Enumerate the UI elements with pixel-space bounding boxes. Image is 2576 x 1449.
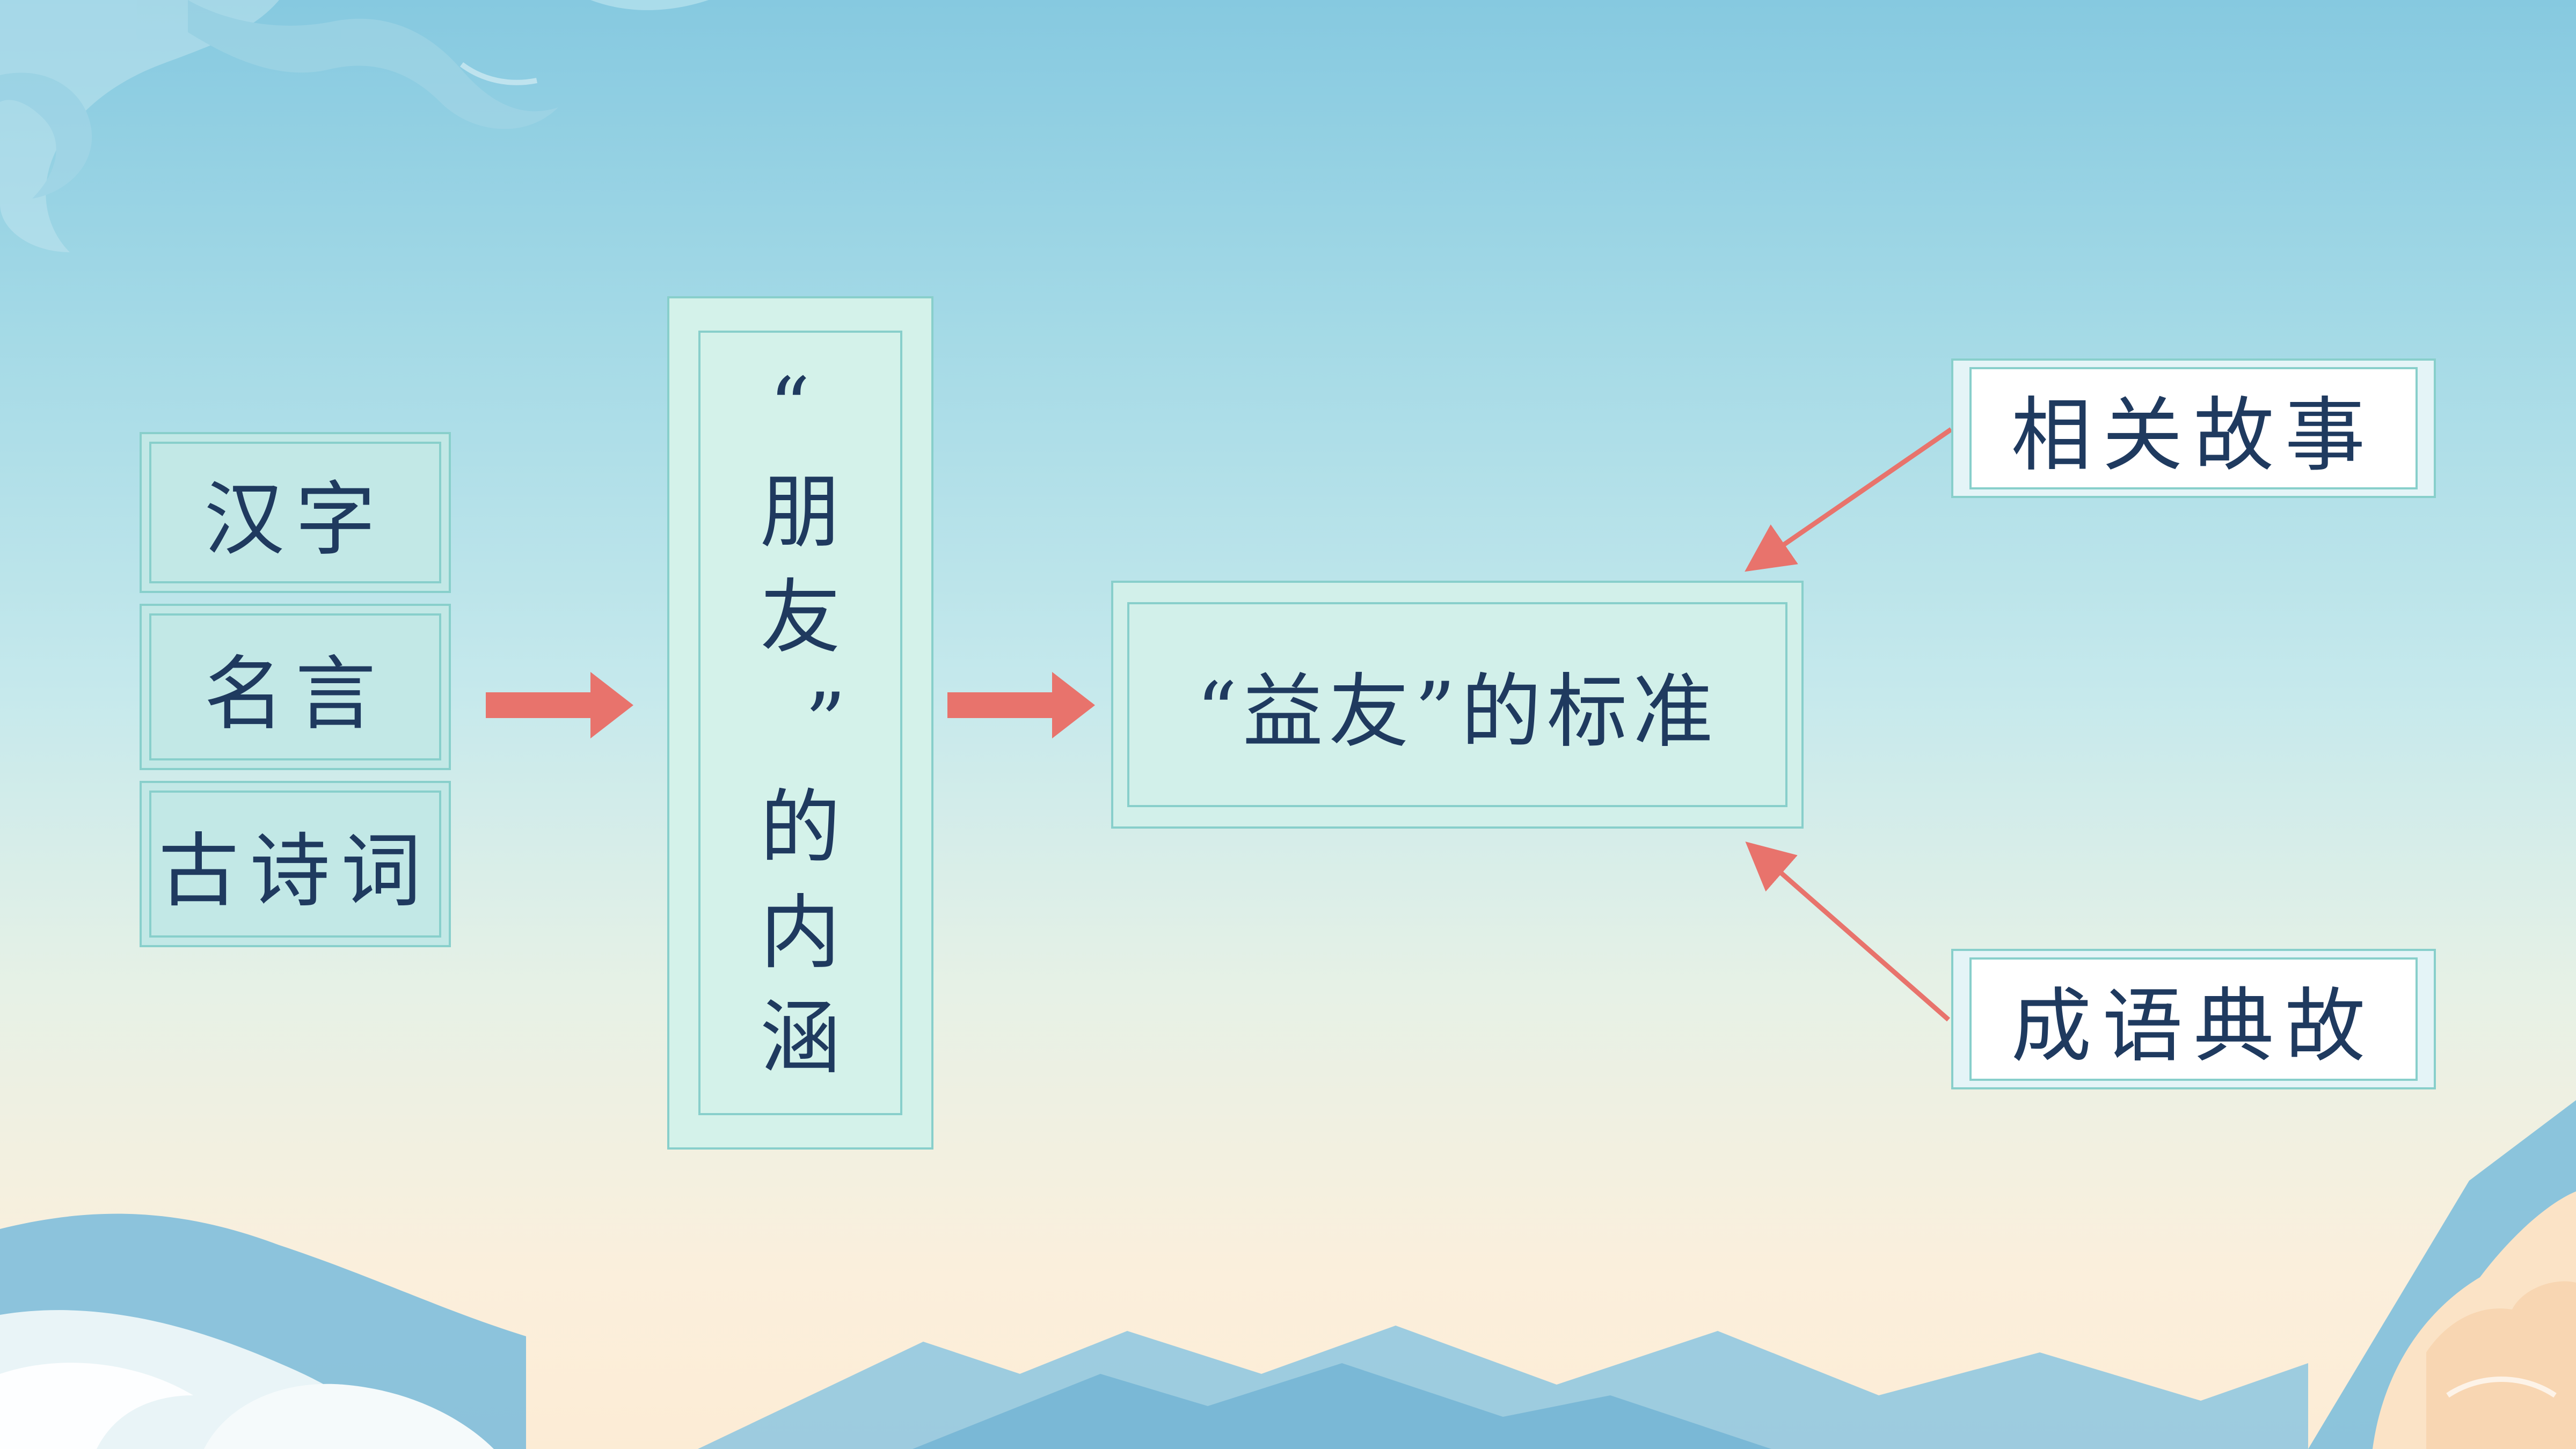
cloud-top-left-icon [0, 0, 709, 252]
source-box-hanzi: 汉字 [140, 432, 451, 593]
target-box-good-friend-standard: “益友”的标准 [1111, 581, 1804, 829]
center-char-4: 的 [760, 781, 841, 875]
target-label: “益友”的标准 [1196, 665, 1719, 759]
center-box-friend-meaning: “ 朋 友 ” 的 内 涵 [667, 296, 933, 1150]
center-char-5: 内 [760, 887, 841, 980]
source-label-hanzi: 汉字 [203, 473, 386, 567]
center-char-close-quote: ” [805, 676, 846, 770]
source-box-quotes: 名言 [140, 604, 451, 770]
center-vertical-text: “ 朋 友 ” 的 内 涵 [760, 355, 846, 1091]
source-label-poems: 古诗词 [158, 824, 432, 918]
support-label-idioms: 成语典故 [2011, 979, 2376, 1073]
center-char-2: 友 [760, 571, 841, 664]
center-char-open-quote: “ [769, 361, 811, 454]
support-box-idioms: 成语典故 [1951, 949, 2436, 1089]
center-char-1: 朋 [760, 466, 841, 559]
support-label-stories: 相关故事 [2011, 389, 2376, 482]
source-label-quotes: 名言 [203, 647, 386, 741]
source-box-poems: 古诗词 [140, 781, 451, 947]
support-box-stories: 相关故事 [1951, 358, 2436, 498]
cloud-bottom-right-icon [2308, 1100, 2576, 1449]
center-char-6: 涵 [760, 992, 841, 1085]
mountains-bottom-icon [0, 1213, 2308, 1449]
